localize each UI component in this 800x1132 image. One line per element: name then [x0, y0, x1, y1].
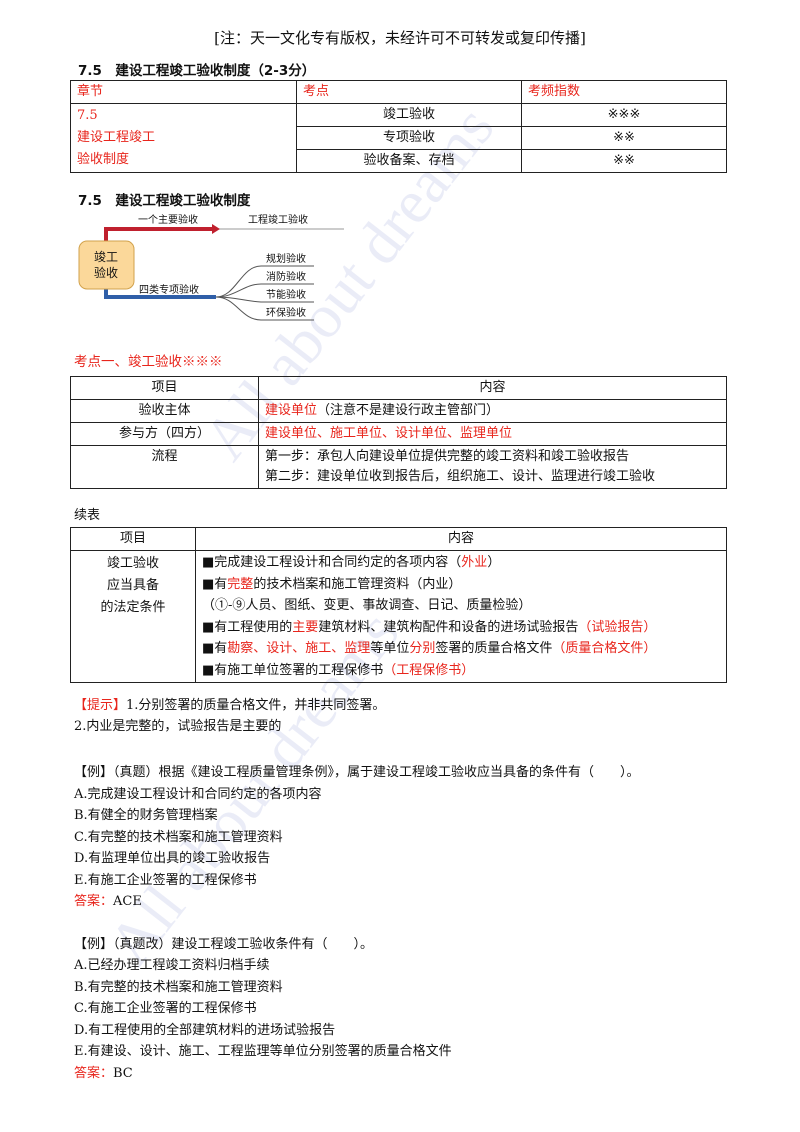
example1-stem: 【例】（真题）根据《建设工程质量管理条例》，属于建设工程竣工验收应当具备的条件有… [74, 765, 640, 780]
freq-cell: ※※ [521, 126, 727, 150]
point1-heading: 考点一、竣工验收※※※ [74, 354, 223, 370]
content-parties: 建设单位、施工单位、设计单位、监理单位 [258, 422, 727, 446]
item-process: 流程 [70, 445, 259, 489]
overview-table: 章节 考点 考频指数 7.5 建设工程竣工 验收制度 竣工验收 ※※※ 专项验收… [70, 80, 727, 173]
example2-option-e: E.有建设、设计、施工、工程监理等单位分别签署的质量合格文件 [74, 1044, 452, 1059]
branch-fire: 消防验收 [266, 270, 306, 283]
tip-line-1: 【提示】1.分别签署的质量合格文件，并非共同签署。 [74, 698, 386, 713]
example2-stem: 【例】（真题改）建设工程竣工验收条件有（ ）。 [74, 937, 374, 952]
content-process: 第一步：承包人向建设单位提供完整的竣工资料和竣工验收报告 第二步：建设单位收到报… [258, 445, 727, 489]
continued-label: 续表 [74, 508, 101, 523]
center-label-1: 竣工 [94, 249, 118, 264]
freq-cell: ※※※ [521, 103, 727, 127]
section-heading: 7.5 建设工程竣工验收制度（2-3分） [78, 63, 316, 79]
branch-planning: 规划验收 [266, 252, 306, 265]
center-label-2: 验收 [94, 265, 118, 280]
top-branch-target: 工程竣工验收 [248, 213, 308, 226]
freq-cell: ※※ [521, 149, 727, 173]
th-chapter: 章节 [70, 80, 297, 104]
example2-option-a: A.已经办理工程竣工资料归档手续 [74, 958, 270, 973]
point-cell: 专项验收 [296, 126, 522, 150]
th-content: 内容 [258, 376, 727, 400]
acceptance-table: 项目 内容 验收主体 建设单位（注意不是建设行政主管部门） 参与方（四方） 建设… [70, 376, 727, 489]
bottom-branch-label: 四类专项验收 [139, 283, 199, 296]
process-step2: 第二步：建设单位收到报告后，组织施工、设计、监理进行竣工验收 [265, 469, 656, 484]
th-freq: 考频指数 [521, 80, 727, 104]
example1-option-e: E.有施工企业签署的工程保修书 [74, 873, 257, 888]
branch-environment: 环保验收 [266, 306, 306, 319]
example2-option-b: B.有完整的技术档案和施工管理资料 [74, 980, 283, 995]
example1-option-b: B.有健全的财务管理档案 [74, 808, 218, 823]
top-branch [104, 227, 212, 244]
diagram-heading: 7.5 建设工程竣工验收制度 [78, 193, 251, 209]
item-line: 的法定条件 [100, 600, 166, 615]
item-line: 竣工验收 [106, 556, 159, 571]
example1-option-a: A.完成建设工程设计和合同约定的各项内容 [74, 787, 322, 802]
point-cell: 验收备案、存档 [296, 149, 522, 173]
item-subject: 验收主体 [70, 399, 259, 423]
chapter-cell: 7.5 建设工程竣工 验收制度 [70, 103, 297, 173]
subject-note: （注意不是建设行政主管部门） [317, 403, 500, 418]
chapter-title-1: 建设工程竣工 [77, 130, 156, 145]
item-line: 应当具备 [106, 578, 159, 593]
example2-answer: 答案：BC [74, 1066, 133, 1081]
condition-5: ■有施工单位签署的工程保修书（工程保修书） [202, 662, 475, 678]
chapter-num: 7.5 [77, 108, 98, 123]
top-arrow [212, 224, 220, 234]
bottom-branch [104, 286, 216, 299]
branch-curves [215, 265, 314, 321]
condition-2-detail: （①-⑨人员、图纸、变更、事故调查、日记、质量检验） [202, 598, 532, 613]
branch-energy: 节能验收 [266, 288, 306, 301]
point-cell: 竣工验收 [296, 103, 522, 127]
process-step1: 第一步：承包人向建设单位提供完整的竣工资料和竣工验收报告 [265, 449, 630, 464]
top-branch-label: 一个主要验收 [138, 213, 198, 226]
example1-option-d: D.有监理单位出具的竣工验收报告 [74, 851, 271, 866]
th-item: 项目 [70, 527, 196, 551]
conditions-table: 项目 内容 竣工验收 应当具备 的法定条件 ■完成建设工程设计和合同约定的各项内… [70, 527, 727, 683]
example1-answer: 答案：ACE [74, 894, 142, 909]
item-conditions: 竣工验收 应当具备 的法定条件 [70, 550, 196, 683]
condition-4: ■有勘察、设计、施工、监理等单位分别签署的质量合格文件（质量合格文件） [202, 641, 657, 656]
subject-red: 建设单位 [265, 403, 318, 418]
content-conditions: ■完成建设工程设计和合同约定的各项内容（外业） ■有完整的技术档案和施工管理资料… [195, 550, 727, 683]
acceptance-diagram: 竣工 验收 一个主要验收 工程竣工验收 四类专项验收 规划验收 消防验收 节能验… [78, 213, 344, 321]
condition-1: ■完成建设工程设计和合同约定的各项内容（外业） [202, 555, 501, 570]
example2-option-c: C.有施工企业签署的工程保修书 [74, 1001, 257, 1016]
chapter-title-2: 验收制度 [77, 152, 130, 167]
condition-2: ■有完整的技术档案和施工管理资料（内业） [202, 576, 462, 592]
tip-label: 【提示】 [74, 698, 127, 713]
content-subject: 建设单位（注意不是建设行政主管部门） [258, 399, 727, 423]
tip-line-2: 2.内业是完整的，试验报告是主要的 [74, 719, 282, 734]
example2-option-d: D.有工程使用的全部建筑材料的进场试验报告 [74, 1023, 336, 1038]
item-parties: 参与方（四方） [70, 422, 259, 446]
th-content: 内容 [195, 527, 727, 551]
center-box [78, 240, 135, 290]
condition-3: ■有工程使用的主要建筑材料、建筑构配件和设备的进场试验报告（试验报告） [202, 619, 657, 635]
th-item: 项目 [70, 376, 259, 400]
example1-option-c: C.有完整的技术档案和施工管理资料 [74, 830, 283, 845]
copyright-note: [注：天一文化专有版权，未经许可不可转发或复印传播] [214, 29, 586, 47]
th-point: 考点 [296, 80, 522, 104]
